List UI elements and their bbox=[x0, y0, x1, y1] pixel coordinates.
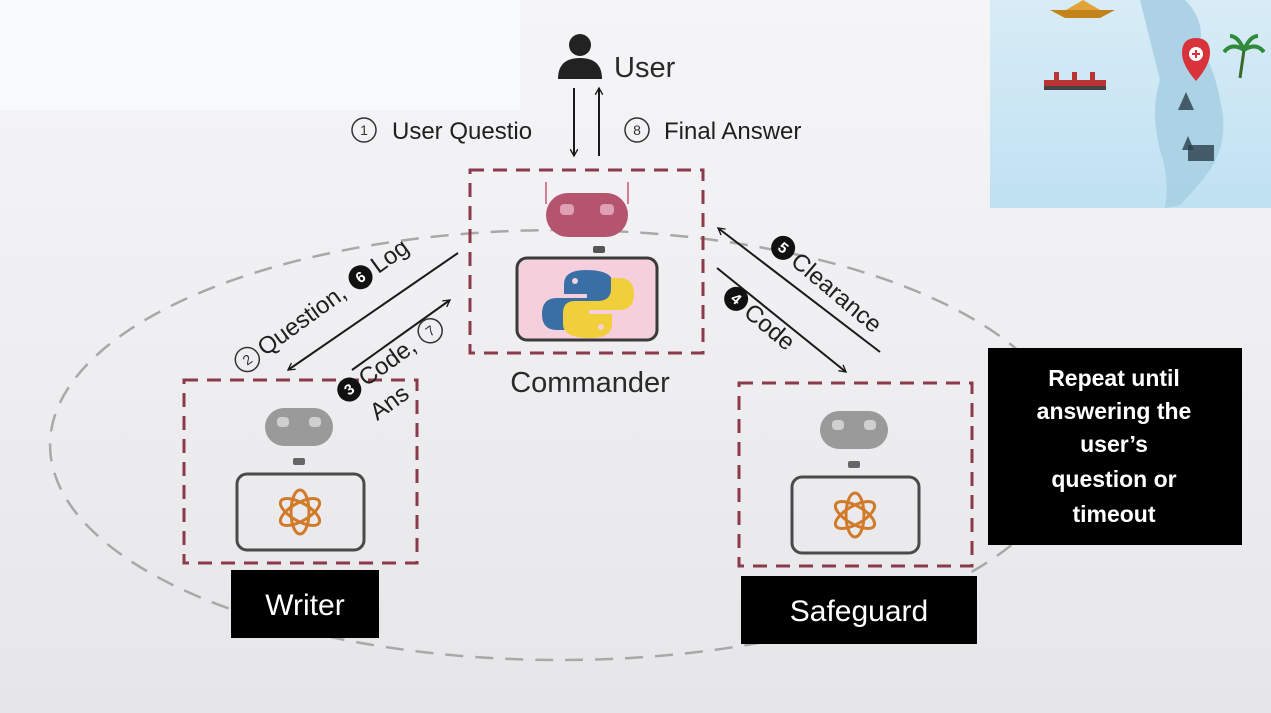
svg-text:Writer: Writer bbox=[265, 589, 344, 622]
map-pyramid-icon bbox=[1050, 10, 1115, 18]
person-icon bbox=[558, 34, 602, 79]
commander-box bbox=[468, 168, 705, 355]
writer-tag: Writer bbox=[231, 570, 379, 638]
commander-label: Commander bbox=[510, 367, 670, 399]
svg-text:answering the: answering the bbox=[1037, 398, 1192, 424]
svg-text:2: 2 bbox=[239, 351, 255, 369]
robot-icon bbox=[546, 193, 628, 253]
writer-box bbox=[182, 378, 419, 565]
svg-text:Code: Code bbox=[739, 299, 800, 357]
step-4-label: 4 Code bbox=[724, 286, 800, 357]
svg-text:Code,: Code, bbox=[354, 333, 422, 392]
openai-logo-icon bbox=[833, 491, 877, 539]
writer-tool-panel bbox=[235, 472, 366, 552]
svg-text:Repeat until: Repeat until bbox=[1048, 365, 1180, 391]
robot-icon bbox=[820, 411, 888, 468]
robot-icon bbox=[265, 408, 333, 465]
step-1-label: 1 User Questio bbox=[351, 117, 532, 145]
arrow-code-ans bbox=[351, 299, 452, 371]
svg-text:Question,: Question, bbox=[253, 279, 352, 361]
user-label: User bbox=[614, 52, 676, 84]
svg-text:User Questio: User Questio bbox=[392, 118, 532, 145]
svg-text:question or: question or bbox=[1051, 466, 1176, 492]
step-8-label: 8 Final Answer bbox=[624, 117, 801, 145]
safeguard-node bbox=[737, 381, 974, 568]
svg-text:Clearance: Clearance bbox=[786, 248, 887, 339]
svg-text:Final Answer: Final Answer bbox=[664, 118, 801, 145]
svg-text:timeout: timeout bbox=[1072, 501, 1155, 527]
arrow-clearance bbox=[716, 227, 881, 353]
svg-text:7: 7 bbox=[422, 322, 438, 340]
map-landmark-icon bbox=[1178, 92, 1194, 150]
python-logo-icon bbox=[542, 270, 634, 338]
repeat-note: Repeat until answering the user’s questi… bbox=[988, 348, 1242, 545]
background-glare bbox=[0, 0, 520, 110]
user-node: User bbox=[558, 34, 676, 84]
safeguard-box bbox=[737, 381, 974, 568]
map-ship-icon bbox=[1044, 72, 1106, 90]
arrow-question-log bbox=[286, 252, 459, 371]
map-thumbnail bbox=[990, 0, 1271, 208]
openai-logo-icon bbox=[278, 488, 322, 536]
svg-text:8: 8 bbox=[633, 122, 641, 138]
writer-node bbox=[182, 378, 419, 565]
arrow-code bbox=[716, 267, 848, 373]
safeguard-tag: Safeguard bbox=[741, 576, 977, 644]
step-3-7-label: 3 Code, 7 Ans bbox=[337, 317, 443, 426]
map-pin-icon bbox=[1182, 38, 1210, 81]
svg-text:1: 1 bbox=[360, 122, 368, 138]
commander-node bbox=[468, 168, 705, 355]
svg-text:user’s: user’s bbox=[1080, 431, 1148, 457]
safeguard-tool-panel bbox=[790, 475, 921, 555]
svg-text:Safeguard: Safeguard bbox=[790, 595, 928, 628]
map-palm-icon bbox=[1222, 34, 1266, 79]
